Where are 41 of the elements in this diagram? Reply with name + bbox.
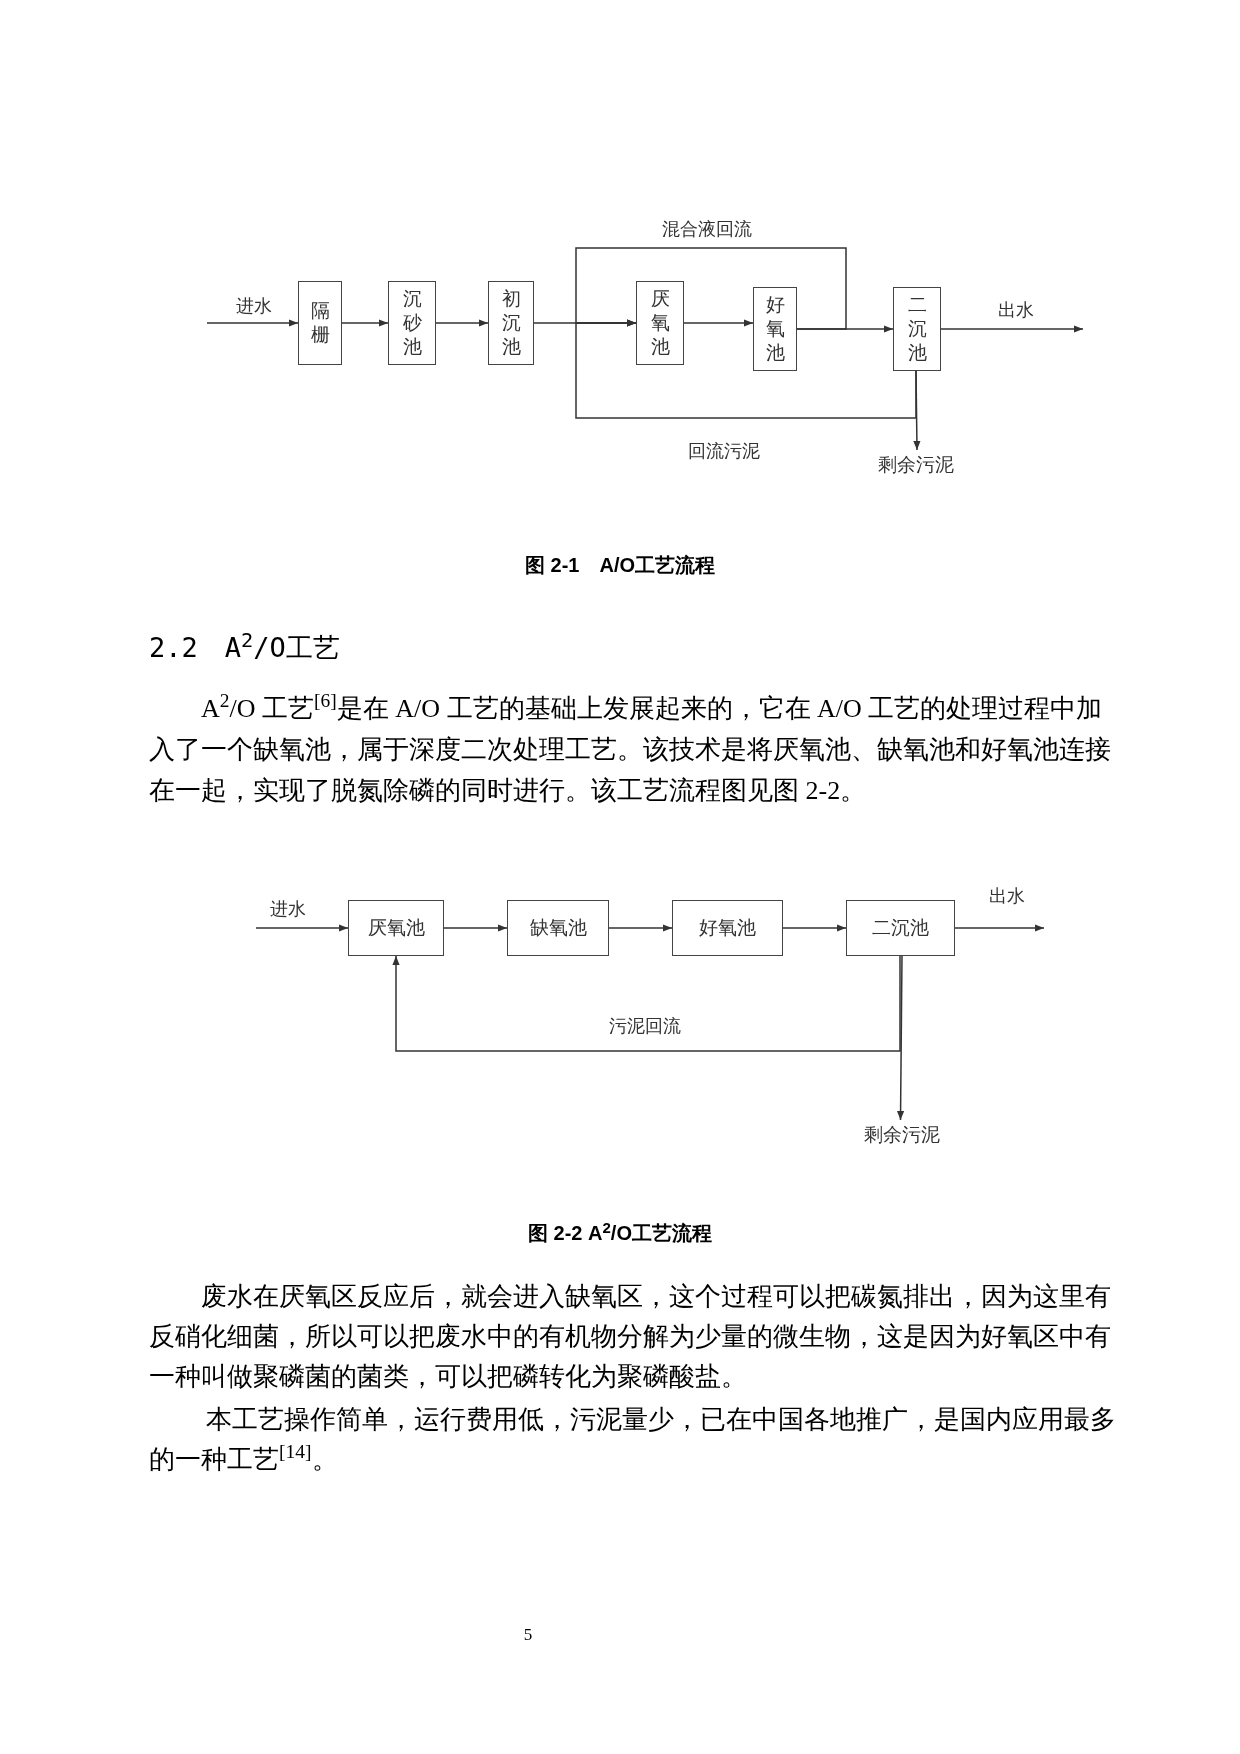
flow-arrow <box>575 319 917 419</box>
process-box: 厌氧池 <box>636 281 684 365</box>
process-box: 好氧池 <box>672 900 783 956</box>
page-number: 5 <box>522 1624 534 1646</box>
edge-label: 混合液回流 <box>660 220 754 238</box>
figure-caption: 图 2-1 A/O工艺流程 <box>524 553 716 578</box>
flow-arrow <box>575 247 847 330</box>
body-paragraph: 本工艺操作简单，运行费用低，污泥量少，已在中国各地推广，是国内应用最多的一种工艺$^{[14]}$。 <box>149 1404 1118 1476</box>
flow-arrow <box>443 924 508 932</box>
output-label: 剩余污泥 <box>870 450 962 480</box>
edge-label: 回流污泥 <box>686 442 762 460</box>
flow-arrow <box>206 319 299 327</box>
flow-arrow <box>435 319 489 327</box>
body-paragraph: A$^{2}$/O 工艺$^{[6]}$是在 A/O 工艺的基础上发展起来的，它在 A/O 工艺的处理过程中加入了一个缺氧池，属于深度二次处理工艺。该技术是将厌氧池、缺氧池和好氧池连接在一起，实现了脱氮除磷的同时进行。该工艺流程图见图 2-2。 <box>149 689 1112 807</box>
section-heading: 2.2 A$^{2}$/O工艺 <box>149 628 341 665</box>
edge-label: 污泥回流 <box>607 1017 683 1035</box>
process-box: 沉砂池 <box>388 281 436 365</box>
process-box: 厌氧池 <box>348 900 444 956</box>
flow-arrow <box>954 924 1045 932</box>
edge-label: 出水 <box>987 887 1027 905</box>
flow-arrow <box>392 955 901 1052</box>
process-box: 二沉池 <box>846 900 955 956</box>
edge-label: 出水 <box>996 301 1036 319</box>
flow-arrow <box>608 924 673 932</box>
flow-arrow <box>913 370 921 451</box>
body-paragraph: 废水在厌氧区反应后，就会进入缺氧区，这个过程可以把碳氮排出，因为这里有反硝化细菌，所以可以把废水中的有机物分解为少量的微生物，这是因为好氧区中有一种叫做聚磷菌的菌类，可以把磷转化为聚磷酸盐。 <box>149 1281 1112 1393</box>
process-box: 初沉池 <box>488 281 534 365</box>
process-box: 隔栅 <box>298 281 342 365</box>
flow-arrow <box>341 319 389 327</box>
flow-arrow <box>782 924 847 932</box>
flow-arrow <box>940 325 1084 333</box>
figure-caption: 图 2-2 A$^{2}$/O工艺流程 <box>527 1218 713 1246</box>
output-label: 剩余污泥 <box>852 1120 952 1150</box>
flow-arrow <box>897 955 905 1121</box>
edge-label: 进水 <box>268 900 308 918</box>
flow-arrow <box>255 924 349 932</box>
flow-arrow <box>683 319 754 327</box>
process-box: 缺氧池 <box>507 900 609 956</box>
process-box: 二沉池 <box>893 287 941 371</box>
process-box: 好氧池 <box>753 287 797 371</box>
edge-label: 进水 <box>234 297 274 315</box>
